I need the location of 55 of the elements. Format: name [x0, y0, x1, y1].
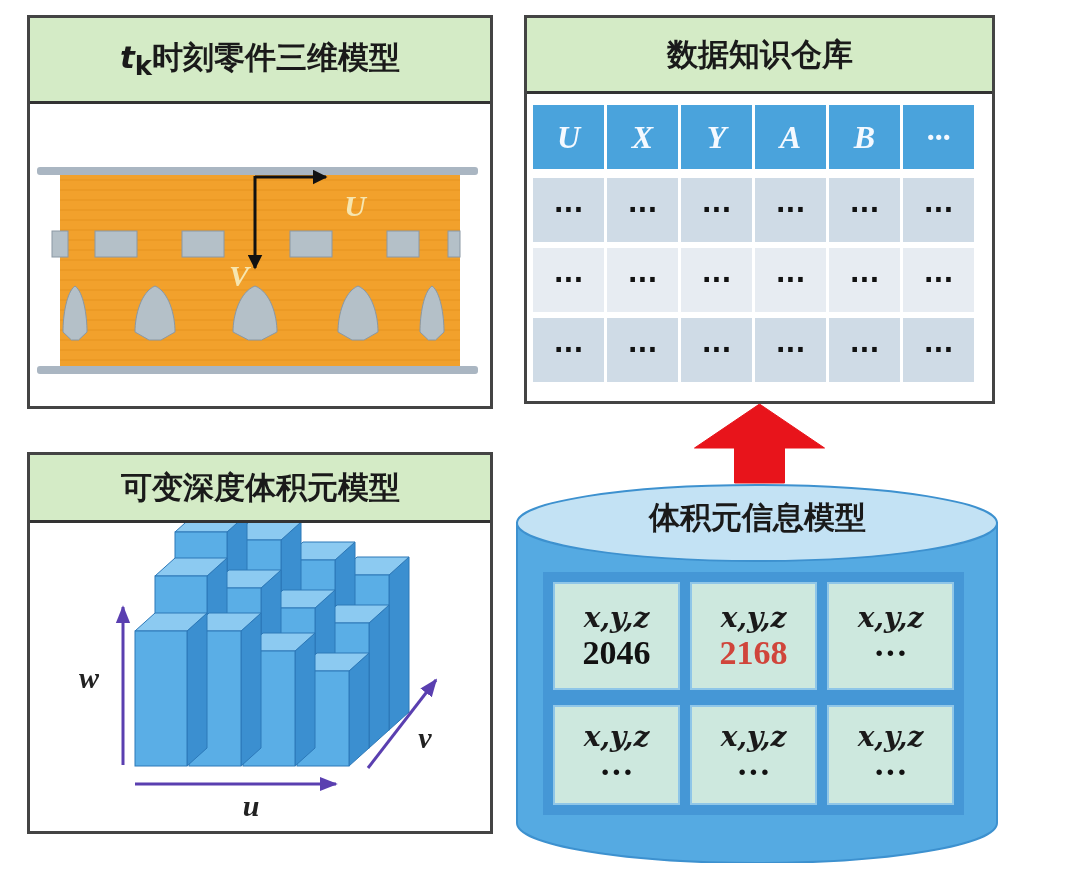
database-cylinder	[515, 483, 999, 863]
table-cell: ···	[681, 248, 752, 312]
axis-label: u	[241, 788, 261, 824]
value-text: ···	[873, 754, 908, 790]
axis-label: U	[343, 188, 368, 224]
axis-label: w	[78, 660, 100, 696]
table-cell: ···	[829, 248, 900, 312]
table-cell: ···	[903, 248, 974, 312]
table-cell: ···	[903, 178, 974, 242]
table-cell: ···	[533, 248, 604, 312]
value-text: 2046	[582, 635, 651, 671]
coordinate-text: x,y,z	[583, 720, 650, 754]
coordinate-text: x,y,z	[857, 720, 924, 754]
cylinder-title: 体积元信息模型	[647, 498, 867, 537]
table-cell: ···	[755, 318, 826, 382]
value-text: ···	[736, 754, 771, 790]
table-header-cell: U	[533, 105, 604, 169]
data-cell	[827, 705, 954, 805]
table-cell: ···	[755, 248, 826, 312]
table-header-cell: B	[829, 105, 900, 169]
coordinate-text: x,y,z	[720, 601, 787, 635]
table-cell: ···	[607, 248, 678, 312]
table-cell: ···	[607, 178, 678, 242]
panel-frame	[524, 15, 995, 404]
table-cell: ···	[755, 178, 826, 242]
axis-label: V	[228, 258, 252, 294]
table-cell: ···	[607, 318, 678, 382]
table-header-cell: ···	[903, 105, 974, 169]
panel-frame	[27, 15, 493, 409]
block-arrow	[694, 403, 825, 484]
panel-title: 数据知识仓库	[666, 34, 853, 74]
table-cell: ···	[829, 318, 900, 382]
panel-title: t$_{k}$时刻零件三维模型	[120, 38, 400, 82]
axis-label: v	[417, 720, 433, 756]
coordinate-text: x,y,z	[720, 720, 787, 754]
coordinate-text: x,y,z	[583, 601, 650, 635]
table-header-cell: Y	[681, 105, 752, 169]
table-header-cell: A	[755, 105, 826, 169]
data-cell	[553, 582, 680, 690]
table-cell: ···	[681, 178, 752, 242]
data-cell	[553, 705, 680, 805]
panel-title: 可变深度体积元模型	[120, 467, 400, 507]
table-cell: ···	[533, 318, 604, 382]
value-text: 2168	[719, 635, 788, 671]
data-cell	[690, 705, 817, 805]
value-text: ···	[873, 635, 908, 671]
coordinate-text: x,y,z	[857, 601, 924, 635]
table-cell: ···	[681, 318, 752, 382]
table-cell: ···	[903, 318, 974, 382]
table-header-cell: X	[607, 105, 678, 169]
data-cell	[690, 582, 817, 690]
table-cell: ···	[829, 178, 900, 242]
data-cell	[827, 582, 954, 690]
table-cell: ···	[533, 178, 604, 242]
value-text: ···	[599, 754, 634, 790]
